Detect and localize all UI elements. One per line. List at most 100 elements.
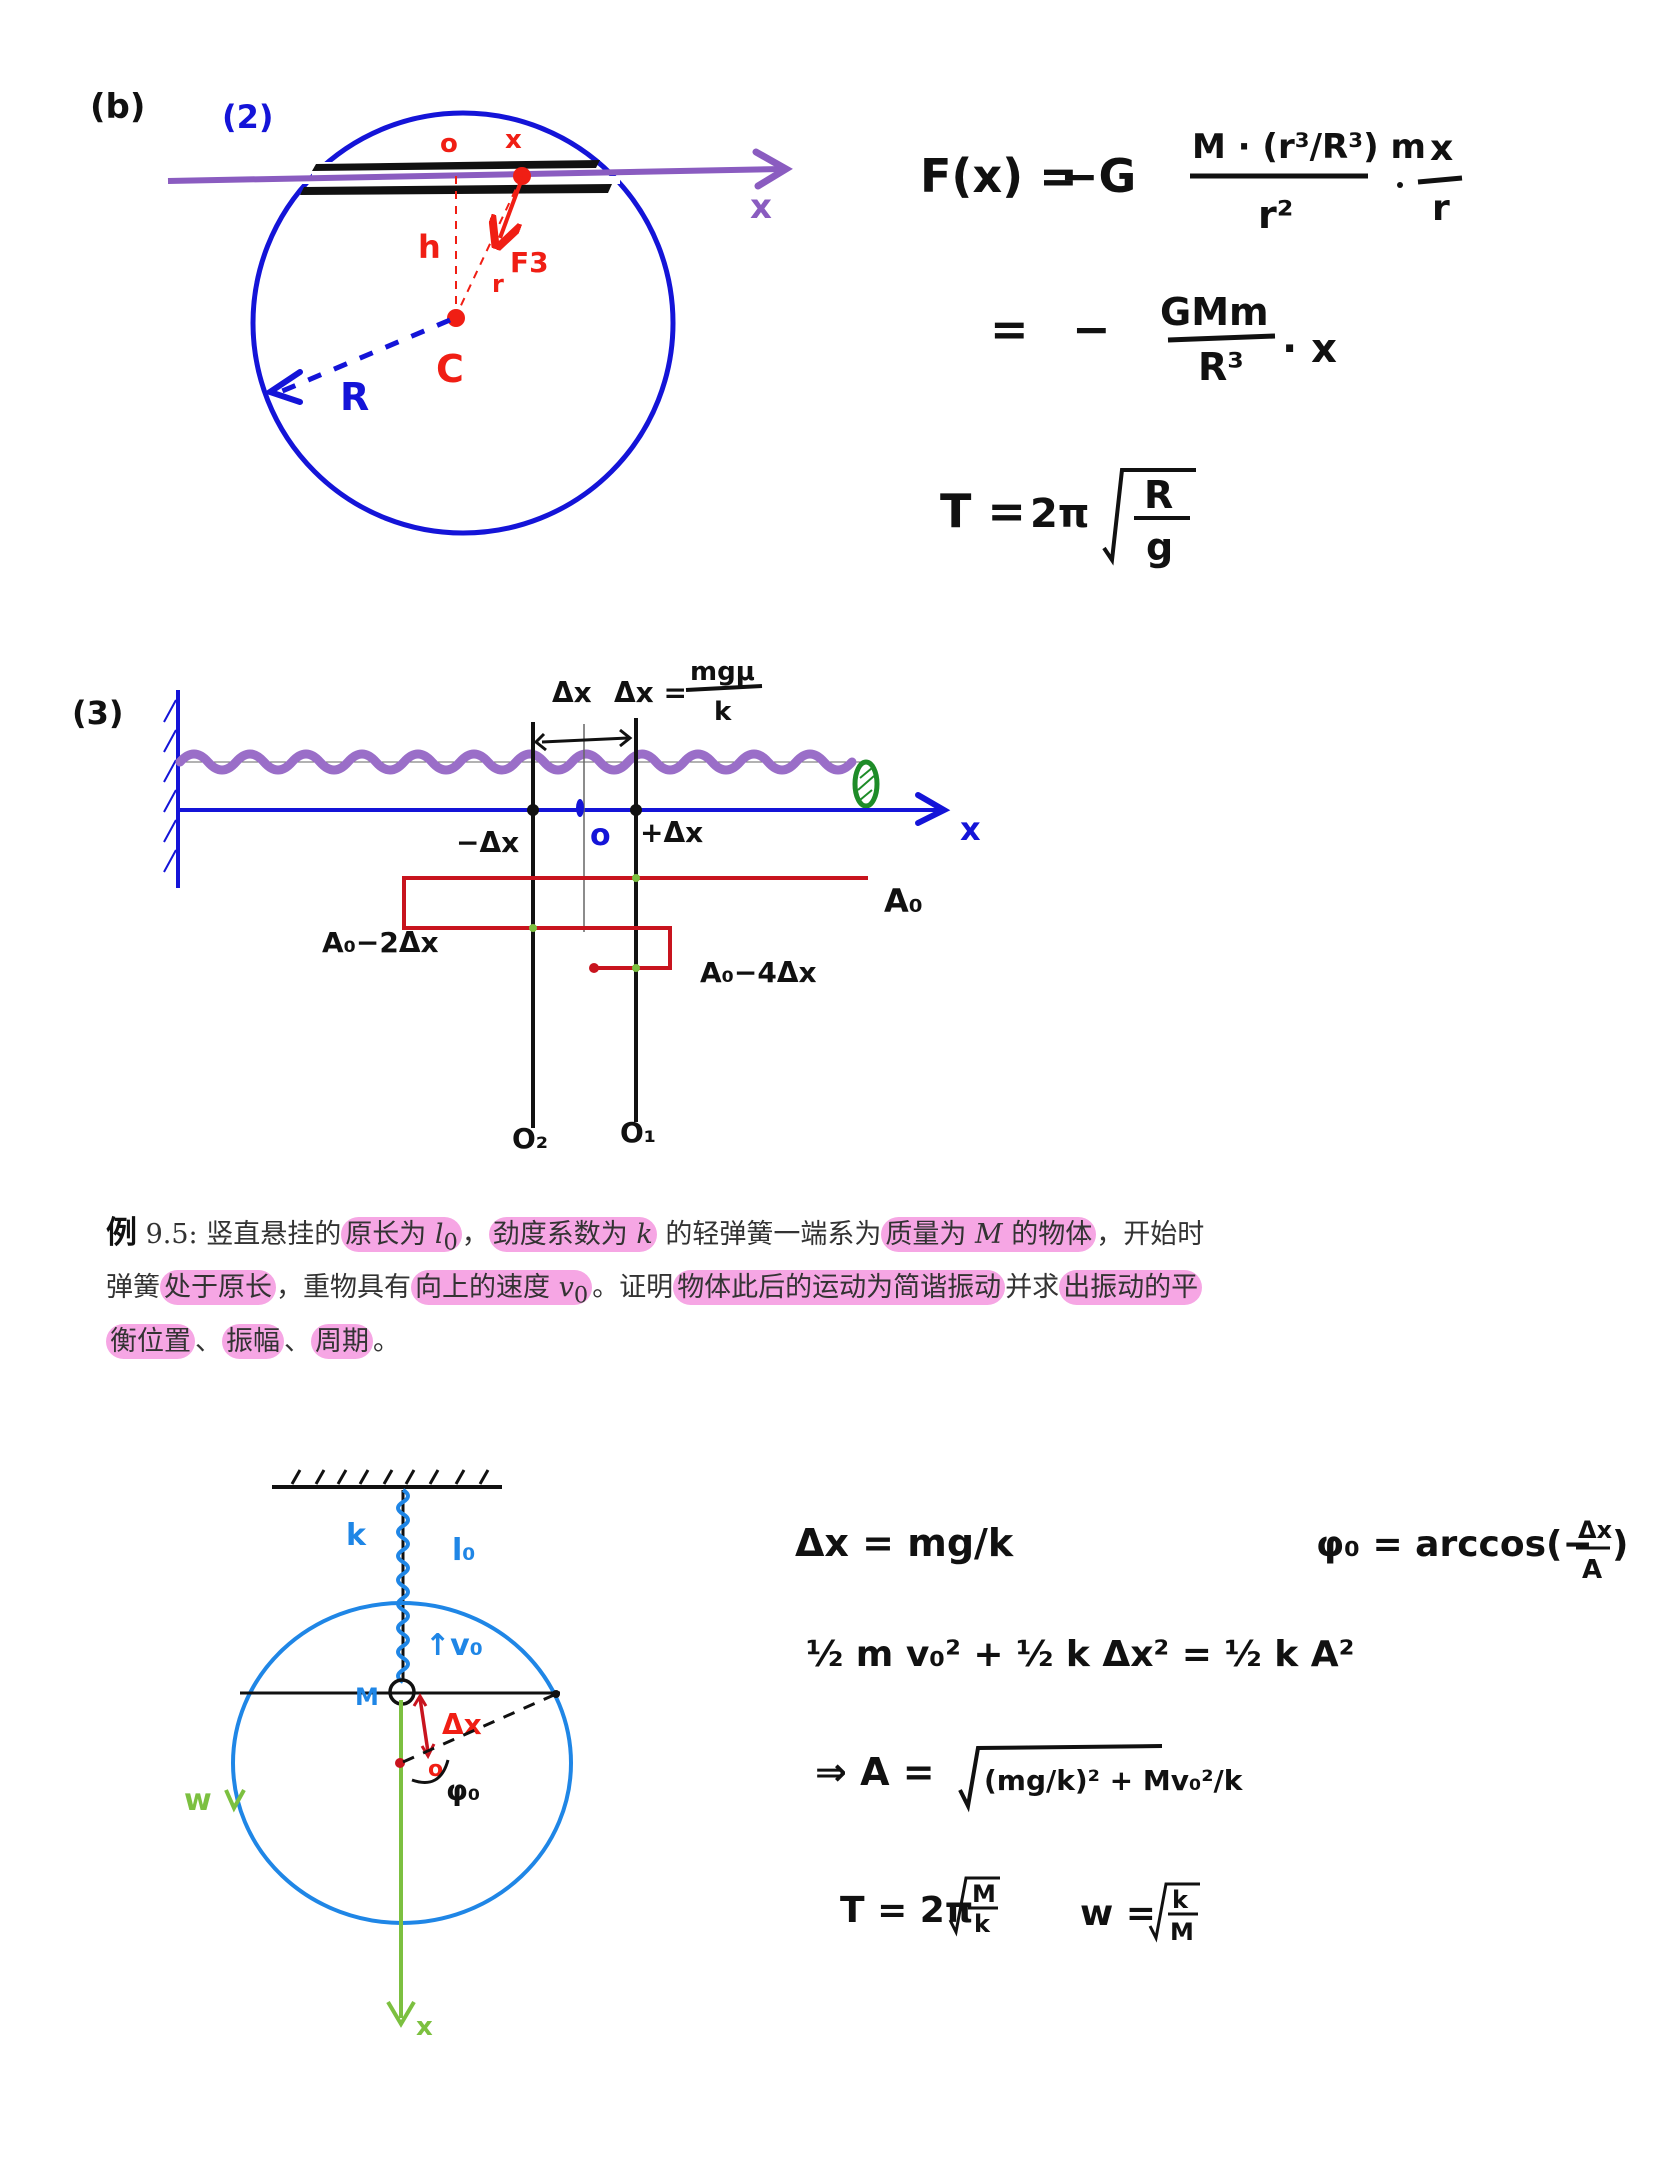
x-axis-line xyxy=(167,166,783,184)
eq2-tail: · x xyxy=(1282,326,1337,372)
highlight: 周期 xyxy=(311,1323,373,1359)
eq-period-num: M xyxy=(972,1880,996,1908)
eq-omega-lhs: w = xyxy=(1080,1893,1156,1934)
highlight: 劲度系数为 k xyxy=(488,1217,657,1252)
eq1-denominator: r² xyxy=(1258,193,1293,237)
eq-omega-den: M xyxy=(1170,1918,1194,1946)
eq1-lhs: F(x) = xyxy=(920,149,1078,203)
small-r-label: r xyxy=(492,270,504,298)
problem-line-2: 弹簧处于原长，重物具有向上的速度 v0。证明物体此后的运动为简谐振动并求出振动的… xyxy=(106,1265,1306,1318)
part-2-label: (2) xyxy=(222,98,274,136)
radius-R-line xyxy=(279,317,451,395)
spring-k-label: k xyxy=(346,1518,367,1553)
force-arrow-icon xyxy=(500,183,520,238)
eq3-coef: 2π xyxy=(1030,491,1089,537)
part-3-diagram: (3) x Δx Δx = mgμ k o −Δx +Δx A₀ xyxy=(72,657,981,1155)
plus-delta-x-label: +Δx xyxy=(640,816,703,849)
eq3-sqrt-num: R xyxy=(1144,473,1173,517)
sqrt-icon xyxy=(1102,468,1196,566)
x-axis-label: x xyxy=(960,810,981,848)
eq2-numerator: GMm xyxy=(1160,290,1269,334)
highlight: 向上的速度 v0 xyxy=(411,1270,593,1309)
tunnel-wall-bottom xyxy=(300,184,612,195)
part-b-equations: F(x) = −G M · (r³/R³) m r² x r = − GMm R… xyxy=(920,127,1463,569)
omega-label: w xyxy=(184,1783,212,1818)
delta-x-label: Δx xyxy=(442,1708,482,1741)
delta-x-numerator: mgμ xyxy=(690,657,755,687)
radius-arrow-icon xyxy=(263,369,303,405)
problem-label: 例 xyxy=(106,1215,137,1251)
x-axis-arrow-icon xyxy=(386,2000,416,2028)
delta-x-denominator: k xyxy=(714,697,732,727)
eq2-lhs: = xyxy=(990,302,1029,356)
delta-x-arrow-icon xyxy=(533,728,633,752)
part-b-diagram: (b) (2) x o x h r F3 C R xyxy=(90,87,793,536)
center-dot xyxy=(447,309,465,327)
velocity-v0-label: ↑v₀ xyxy=(425,1628,483,1663)
eq3-lhs: T = xyxy=(940,484,1026,538)
delta-x-eq-label: Δx = xyxy=(614,676,687,709)
highlight: 原长为 l0 xyxy=(341,1217,462,1255)
eq-period-den: k xyxy=(974,1910,991,1938)
origin-label: o xyxy=(440,129,458,159)
spring-icon xyxy=(175,749,857,775)
wall-hatch-icon xyxy=(163,699,177,873)
rotation-arrow-icon xyxy=(224,1789,246,1813)
x-point-label: x xyxy=(505,125,522,155)
problem-line-1: 例 9.5: 竖直悬挂的原长为 l0，劲度系数为 k 的轻弹簧一端系为质量为 M… xyxy=(106,1215,1205,1256)
part-3-label: (3) xyxy=(72,694,124,732)
spring-oscillator-diagram: k l₀ M ↑v₀ x w Δx o φ₀ xyxy=(184,1469,573,2042)
eq-amp-inner: (mg/k)² + Mv₀²/k xyxy=(984,1764,1244,1797)
eq3-sqrt-den: g xyxy=(1146,525,1173,569)
eq-phi-num: Δx xyxy=(1578,1516,1613,1544)
mass-M-label: M xyxy=(355,1683,379,1711)
highlight: 衡位置 xyxy=(106,1323,195,1359)
minus-delta-x-label: −Δx xyxy=(456,826,519,859)
origin-label: o xyxy=(590,818,611,853)
eq1-sign: −G xyxy=(1060,149,1136,203)
eq2-denominator: R³ xyxy=(1198,345,1244,389)
angle-arc-icon xyxy=(411,1759,450,1784)
ceiling-hatch-icon xyxy=(290,1469,490,1485)
force-label: F3 xyxy=(510,246,549,279)
eq1-tail-num: x xyxy=(1430,128,1453,169)
height-label: h xyxy=(418,228,441,266)
eq-phi-rhs: ) xyxy=(1612,1524,1628,1565)
highlight: 质量为 M 的物体 xyxy=(881,1217,1097,1252)
sqrt-icon xyxy=(958,1744,1163,1813)
O2-label: O₂ xyxy=(512,1122,548,1155)
highlight: 物体此后的运动为简谐振动 xyxy=(673,1270,1006,1306)
radius-R-label: R xyxy=(340,375,369,419)
problem-statement: 例 9.5: 竖直悬挂的原长为 l0，劲度系数为 k 的轻弹簧一端系为质量为 M… xyxy=(106,1210,1306,1365)
x-axis-label: x xyxy=(416,2012,433,2042)
vertical-spring-icon xyxy=(396,1488,410,1684)
part-9-5-equations: Δx = mg/k φ₀ = arccos(− Δx A ) ½ m v₀² +… xyxy=(795,1516,1628,1946)
highlight: 振幅 xyxy=(222,1323,284,1359)
eq2-sign: − xyxy=(1072,302,1111,356)
problem-number: 9.5: xyxy=(145,1219,198,1250)
amplitude-A0-2dx-label: A₀−2Δx xyxy=(322,926,439,959)
highlight: 处于原长 xyxy=(160,1270,276,1306)
eq1-tail-den: r xyxy=(1432,188,1450,229)
planet-circle xyxy=(250,110,676,536)
O1-label: O₁ xyxy=(620,1116,656,1149)
highlight: 出振动的平 xyxy=(1059,1270,1203,1306)
x-axis-arrow-icon xyxy=(915,792,951,826)
part-b-label: (b) xyxy=(90,87,145,127)
eq-phi-den: A xyxy=(1582,1555,1602,1585)
x-axis-label: x xyxy=(750,187,772,227)
tunnel-wall-top xyxy=(312,160,600,171)
eq-delta-x: Δx = mg/k xyxy=(795,1521,1014,1565)
eq-omega-num: k xyxy=(1172,1886,1189,1914)
x-axis-arrow-icon xyxy=(752,148,793,190)
length-l0-label: l₀ xyxy=(452,1533,475,1568)
phi0-label: φ₀ xyxy=(446,1774,480,1807)
delta-x-left-label: Δx xyxy=(552,676,592,709)
phasor-dashed-line xyxy=(402,1692,557,1764)
amplitude-A0-4dx-label: A₀−4Δx xyxy=(700,956,817,989)
eq-amp-lhs: ⇒ A = xyxy=(815,1750,935,1794)
eq-energy: ½ m v₀² + ½ k Δx² = ½ k A² xyxy=(806,1634,1354,1675)
eq1-numerator: M · (r³/R³) m xyxy=(1192,127,1426,167)
center-label: C xyxy=(436,347,464,391)
